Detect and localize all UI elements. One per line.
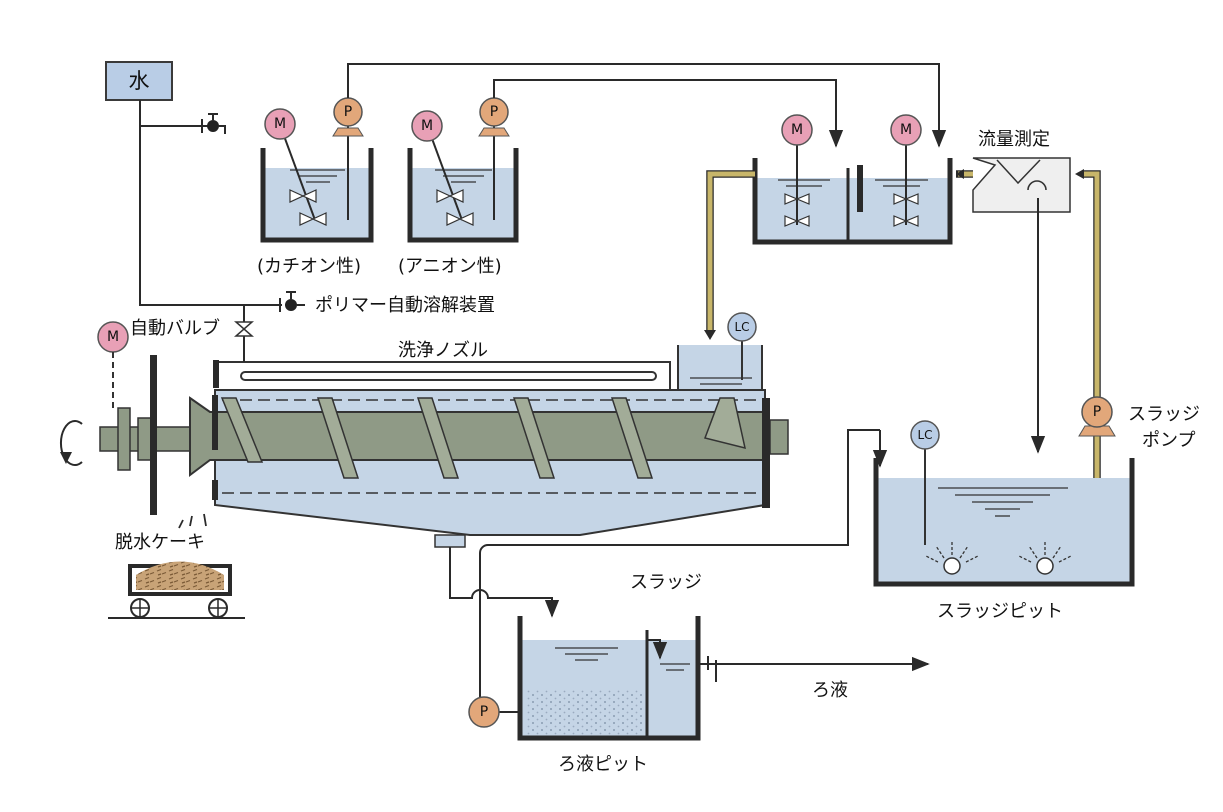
cationic-label: (カチオン性) (257, 256, 361, 277)
level-control-icon (727, 312, 757, 342)
level-control-inlet: LC (727, 312, 757, 380)
auto-valve: 自動バルブ (130, 305, 254, 362)
wheel-icon (130, 598, 150, 618)
wheel-icon (208, 598, 228, 618)
anionic-label: (アニオン性) (398, 256, 502, 277)
motor-icon (411, 110, 443, 142)
wash-nozzle-label: 洗浄ノズル (398, 340, 488, 361)
svg-text:P: P (490, 104, 498, 120)
svg-text:P: P (1093, 404, 1101, 420)
motor-icon (264, 108, 296, 140)
pump-icon (1081, 396, 1113, 428)
pump-icon: P (332, 97, 364, 137)
sludge-pit-label: スラッジピット (937, 601, 1063, 622)
faucet-icon (201, 113, 226, 134)
water-supply: 水 (105, 61, 305, 312)
polymer-dissolver-label: ポリマー自動溶解装置 (315, 295, 495, 316)
svg-text:M: M (274, 116, 286, 132)
diffuser-icon (925, 541, 979, 575)
svg-text:M: M (421, 118, 433, 134)
motor-icon (890, 114, 922, 146)
filtrate-label: ろ液 (812, 680, 848, 701)
svg-text:LC: LC (917, 428, 932, 442)
svg-text:P: P (480, 704, 488, 720)
auto-valve-label: 自動バルブ (130, 317, 220, 339)
flow-measurement: 流量測定 (972, 129, 1071, 213)
flow-measure-label: 流量測定 (978, 129, 1050, 150)
water-label: 水 (129, 69, 150, 93)
faucet-icon (279, 291, 305, 312)
anionic-polymer-tank: M P (アニオン性) (398, 97, 519, 277)
svg-text:M: M (900, 122, 912, 138)
cake-cart: 脱水ケーキ (108, 513, 245, 619)
screw-drive-motor: M (97, 321, 129, 408)
dewatered-cake-label: 脱水ケーキ (115, 532, 205, 553)
pump-icon: P (478, 97, 510, 137)
filtrate-pit-label: ろ液ピット (558, 754, 648, 775)
motor-icon (781, 114, 813, 146)
svg-text:M: M (107, 329, 119, 345)
pump-icon: P (468, 696, 500, 728)
filtrate-pit: P ろ液ピット (468, 616, 930, 775)
sludge-pump-label-line2: ポンプ (1142, 430, 1195, 451)
svg-text:P: P (344, 104, 352, 120)
sludge-pump-label-line1: スラッジ (1128, 404, 1200, 425)
level-control-icon (910, 420, 940, 450)
flocculation-tank: M M (752, 114, 953, 245)
svg-text:M: M (791, 122, 803, 138)
screw-press: 洗浄ノズル (59, 340, 789, 548)
sludge-pump: P スラッジ ポンプ (1078, 396, 1200, 451)
cationic-polymer-tank: M P (カチオン性) (257, 97, 374, 277)
diffuser-icon (1018, 541, 1072, 575)
sludge-pit: LC スラッジピット (873, 420, 1135, 622)
sludge-label: スラッジ (630, 572, 702, 593)
svg-text:LC: LC (734, 320, 749, 334)
